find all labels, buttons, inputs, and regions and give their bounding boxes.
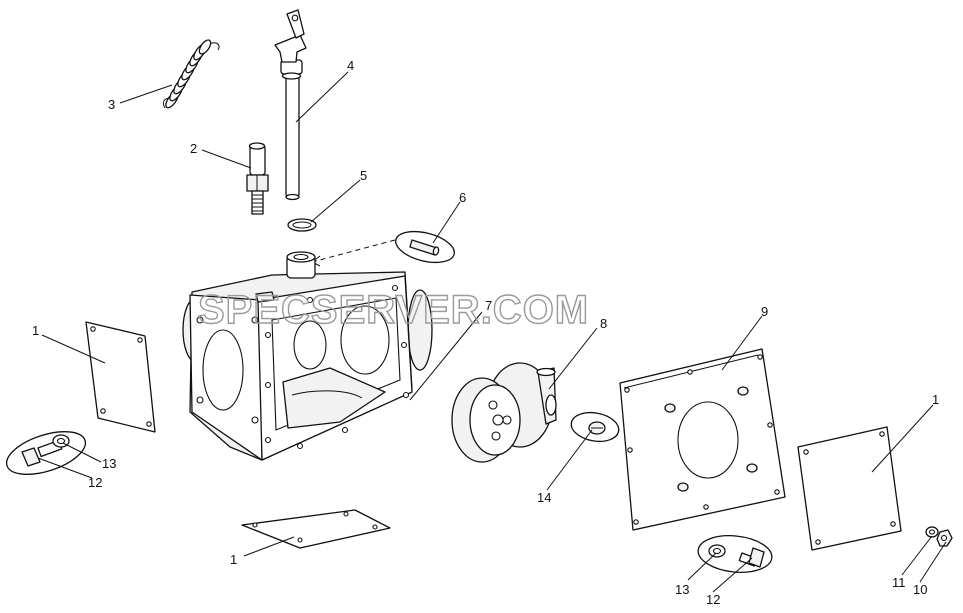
- callout-3: 3: [108, 97, 115, 112]
- gasket-left-part-1: [85, 321, 156, 433]
- callout-1-bottom: 1: [230, 552, 237, 567]
- rod-lever-part-4: [274, 9, 307, 201]
- callout-14: 14: [537, 490, 551, 505]
- callout-13-left: 13: [102, 456, 116, 471]
- bolt-washer-bottom-parts-12-13: [697, 535, 773, 573]
- callout-4: 4: [347, 58, 354, 73]
- housing-body-part-7: [182, 251, 433, 461]
- watermark: SPECSERVER.COM: [198, 288, 589, 332]
- callout-5: 5: [360, 168, 367, 183]
- callout-12-bottom: 12: [706, 592, 720, 607]
- callout-7: 7: [485, 298, 492, 313]
- pin-part-6: [395, 230, 455, 264]
- callout-12-left: 12: [88, 475, 102, 490]
- callout-13-bottom: 13: [675, 582, 689, 597]
- nut-washer-parts-10-11: [925, 526, 953, 547]
- threaded-stud-part-2: [246, 142, 269, 215]
- o-ring-part-5: [287, 218, 317, 232]
- callout-10: 10: [913, 582, 927, 597]
- callout-2: 2: [190, 141, 197, 156]
- bolt-washer-left-parts-12-13: [5, 431, 87, 475]
- gasket-right-part-1: [797, 426, 902, 551]
- leader-lines: [37, 71, 947, 593]
- gasket-bottom-part-1: [241, 509, 391, 549]
- callout-6: 6: [459, 190, 466, 205]
- callout-9: 9: [761, 304, 768, 319]
- callout-11: 11: [892, 575, 906, 590]
- plug-part-14: [570, 411, 620, 443]
- cover-plate-part-9: [619, 348, 786, 531]
- callout-1-right: 1: [932, 392, 939, 407]
- pulley-flange-part-8: [451, 362, 557, 463]
- callout-1-left: 1: [32, 323, 39, 338]
- callout-8: 8: [600, 316, 607, 331]
- spring-part-3: [162, 39, 220, 109]
- callout-labels: 3 2 4 5 6 7 8 9 1 1 1 13 12 14 13 12 11 …: [32, 58, 939, 607]
